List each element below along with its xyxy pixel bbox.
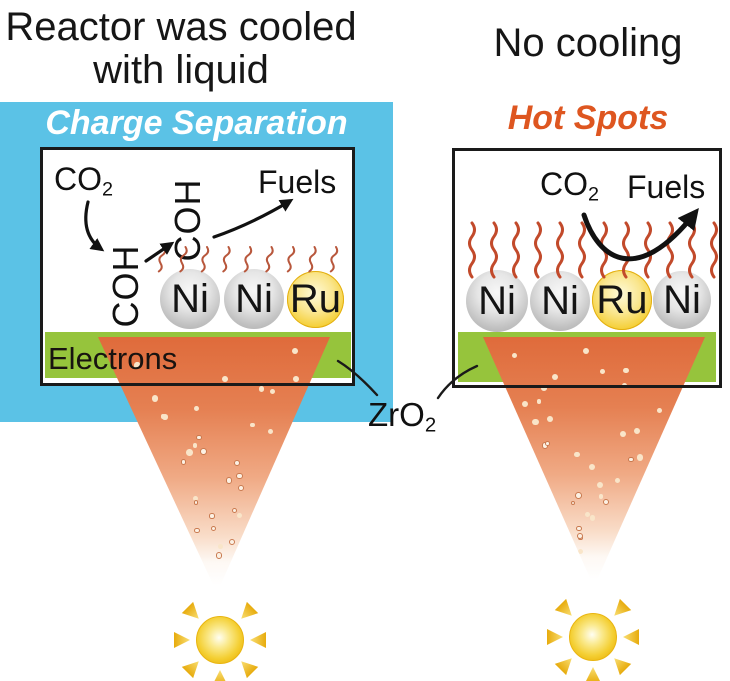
right-sphere-ni-1: Ni — [466, 270, 528, 332]
left-sphere-ru: Ru — [287, 271, 344, 328]
zro2-subscript: 2 — [424, 413, 437, 437]
coh-intermediate-1: COH — [105, 244, 146, 328]
zro2-base: ZrO — [368, 396, 425, 433]
coh-intermediate-2: COH — [167, 178, 208, 262]
right-title: No cooling — [493, 21, 683, 65]
left-fuels-label: Fuels — [258, 164, 337, 200]
right-reactor-box-border — [452, 148, 722, 388]
hot-spots-banner: Hot Spots — [507, 99, 669, 137]
left-title-line2: with liquid — [93, 48, 269, 93]
electrons-label: Electrons — [48, 341, 178, 376]
left-co2-label: CO2 — [54, 161, 113, 202]
right-sphere-ru: Ru — [592, 270, 652, 330]
sun-icon-left — [174, 601, 266, 681]
left-title: Reactor was cooled with liquid — [0, 5, 362, 93]
left-sphere-ni-1: Ni — [160, 269, 220, 329]
left-co2-base: CO — [54, 161, 102, 197]
right-co2-label: CO2 — [540, 166, 599, 207]
left-co2-subscript: 2 — [102, 178, 114, 201]
right-sphere-ni-2: Ni — [530, 271, 590, 331]
charge-separation-banner: Charge Separation — [45, 104, 348, 142]
right-co2-subscript: 2 — [588, 183, 600, 206]
right-co2-base: CO — [540, 166, 588, 202]
sun-icon-right — [547, 598, 639, 681]
zro2-label: ZrO2 — [368, 396, 436, 438]
left-sphere-ni-2: Ni — [224, 269, 284, 329]
left-reactor-box-border — [40, 147, 355, 386]
left-title-line1: Reactor was cooled — [5, 5, 357, 49]
right-sphere-ni-3: Ni — [653, 271, 711, 329]
right-fuels-label: Fuels — [627, 169, 706, 205]
